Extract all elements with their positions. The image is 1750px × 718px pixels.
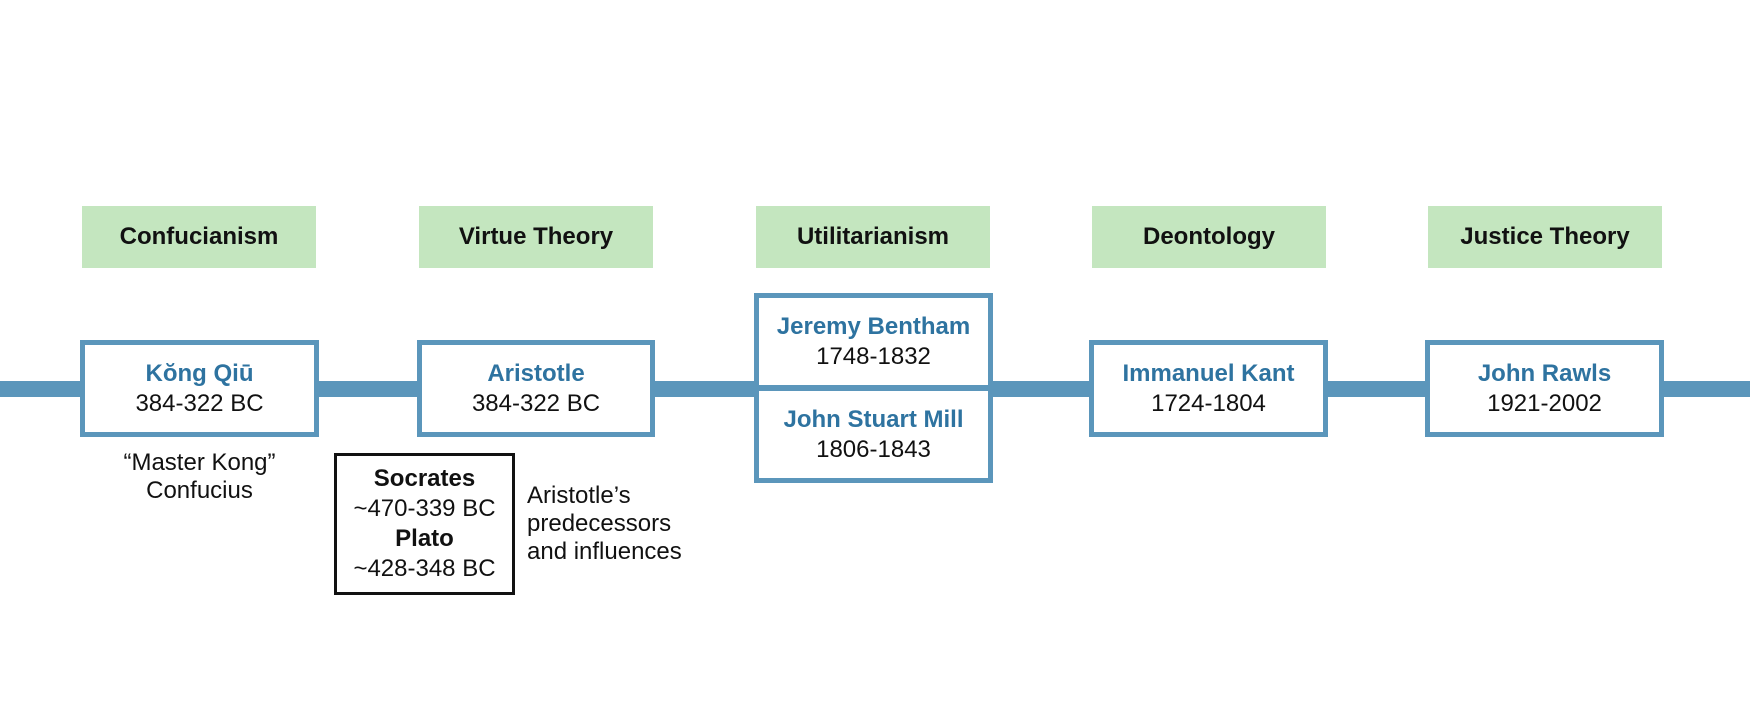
philosopher-dates: 1724-1804 (1151, 389, 1266, 417)
philosopher-aristotle: Aristotle 384-322 BC (417, 340, 655, 437)
predecessors-caption: Aristotle’s predecessors and influences (527, 482, 682, 566)
philosopher-name: John Stuart Mill (783, 405, 964, 433)
socrates-name: Socrates (373, 465, 476, 492)
theory-utilitarianism: Utilitarianism (756, 206, 990, 268)
philosopher-dates: 1921-2002 (1487, 389, 1602, 417)
philosopher-kong-qiu: Kŏng Qiū 384-322 BC (80, 340, 319, 437)
philosopher-bentham: Jeremy Bentham 1748-1832 (754, 293, 993, 390)
theory-label: Utilitarianism (796, 223, 950, 250)
confucius-note: “Master Kong” Confucius (80, 449, 319, 505)
philosopher-rawls: John Rawls 1921-2002 (1425, 340, 1664, 437)
socrates-dates: ~470-339 BC (353, 495, 496, 522)
plato-dates: ~428-348 BC (353, 555, 496, 582)
philosopher-name: John Rawls (1477, 359, 1612, 387)
theory-label: Justice Theory (1460, 223, 1630, 250)
philosopher-dates: 1806-1843 (816, 435, 931, 463)
philosopher-name: Jeremy Bentham (776, 312, 971, 340)
caption-line2: predecessors (527, 510, 672, 537)
plato-name: Plato (395, 525, 454, 552)
philosopher-name: Aristotle (487, 359, 585, 387)
theory-virtue: Virtue Theory (419, 206, 653, 268)
theory-label: Deontology (1143, 223, 1275, 250)
theory-label: Confucianism (119, 223, 279, 250)
confucius-note-line2: Confucius (146, 477, 253, 504)
theory-deontology: Deontology (1092, 206, 1326, 268)
theory-label: Virtue Theory (458, 223, 614, 250)
confucius-note-line1: “Master Kong” (123, 449, 276, 476)
theory-justice: Justice Theory (1428, 206, 1662, 268)
philosopher-dates: 1748-1832 (816, 342, 931, 370)
caption-line1: Aristotle’s (527, 482, 631, 509)
philosopher-dates: 384-322 BC (135, 389, 264, 417)
philosopher-name: Immanuel Kant (1122, 359, 1295, 387)
theory-confucianism: Confucianism (82, 206, 316, 268)
philosopher-kant: Immanuel Kant 1724-1804 (1089, 340, 1328, 437)
philosopher-mill: John Stuart Mill 1806-1843 (754, 386, 993, 483)
philosopher-name: Kŏng Qiū (145, 359, 254, 387)
philosopher-dates: 384-322 BC (471, 389, 601, 417)
predecessors-box: Socrates ~470-339 BC Plato ~428-348 BC (334, 453, 515, 595)
caption-line3: and influences (527, 538, 682, 565)
